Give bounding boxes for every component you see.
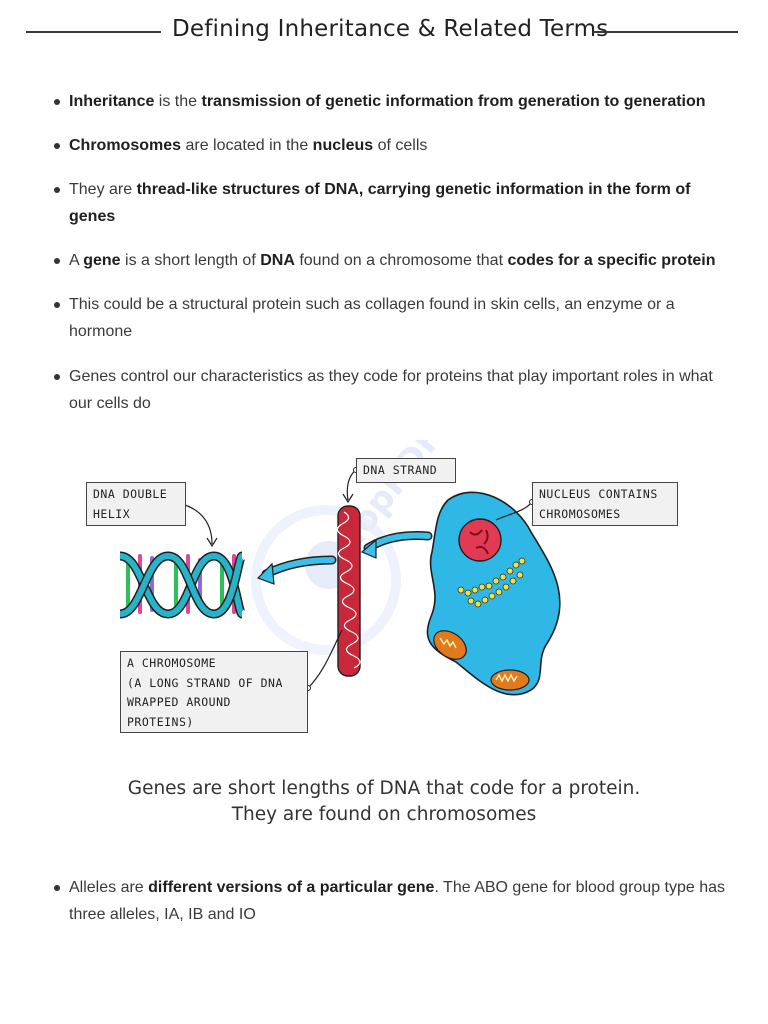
diagram-caption: Genes are short lengths of DNA that code… (0, 776, 768, 828)
chromosome (337, 505, 361, 677)
label-dna-strand: DNA STRAND (356, 458, 456, 483)
bullet-list: Inheritance is the transmission of genet… (52, 88, 732, 417)
bold-text: nucleus (312, 137, 374, 154)
title-row: Defining Inheritance & Related Terms (0, 14, 768, 50)
bold-text: thread-like structures of DNA, carrying … (69, 181, 691, 225)
label-dna-double-helix: DNA DOUBLE HELIX (86, 482, 186, 526)
bold-text: different versions of a particular gene (148, 879, 435, 896)
body-text: is a short length of (120, 252, 261, 269)
bold-text: Chromosomes (69, 137, 182, 154)
bold-text: codes for a specific protein (507, 252, 716, 269)
inheritance-diagram: TopPDF (76, 418, 696, 750)
bullet-dot (54, 99, 60, 105)
body-text: This could be a structural protein such … (69, 296, 675, 340)
body-text: Genes control our characteristics as the… (69, 368, 713, 412)
body-text: are located in the (181, 137, 313, 154)
caption-line-1: Genes are short lengths of DNA that code… (127, 778, 641, 799)
bullet-dot (54, 143, 60, 149)
bold-text: transmission of genetic information from… (201, 93, 706, 110)
bullet-item: Inheritance is the transmission of genet… (52, 88, 732, 115)
bullet-item: Chromosomes are located in the nucleus o… (52, 132, 732, 159)
caption-line-2: They are found on chromosomes (231, 804, 537, 825)
title-rule-left (26, 31, 161, 33)
bullet-dot (54, 258, 60, 264)
bullet-dot (54, 374, 60, 380)
body-text: is the (154, 93, 202, 110)
body-text: . The ABO gene for blood group type has … (69, 879, 726, 923)
mitochondrion-2 (490, 669, 530, 691)
bullet-item: A gene is a short length of DNA found on… (52, 247, 732, 274)
bold-text: Inheritance (69, 93, 155, 110)
bullet-item: Genes control our characteristics as the… (52, 363, 732, 417)
title-rule-right (593, 31, 738, 33)
chromosome-dna-coil (336, 511, 361, 669)
bullet-dot (54, 187, 60, 193)
body-text: found on a chromosome that (294, 252, 508, 269)
bullet-item: This could be a structural protein such … (52, 291, 732, 345)
nucleus (458, 518, 502, 562)
label-nucleus: NUCLEUS CONTAINS CHROMOSOMES (532, 482, 678, 526)
bullet-dot (54, 885, 60, 891)
endoplasmic-reticulum (457, 557, 526, 608)
bullet-dot (54, 302, 60, 308)
dna-double-helix (118, 551, 247, 619)
bold-text: gene (83, 252, 121, 269)
body-text: They are (69, 181, 137, 198)
bullet-item: Alleles are different versions of a part… (52, 874, 732, 928)
bullet-item: They are thread-like structures of DNA, … (52, 176, 732, 230)
alleles-bullet-list: Alleles are different versions of a part… (52, 874, 732, 928)
body-text: A (69, 252, 84, 269)
label-chromosome: A CHROMOSOME (A LONG STRAND OF DNA WRAPP… (120, 651, 308, 733)
label-pointers (181, 469, 533, 689)
bold-text: DNA (260, 252, 295, 269)
mitochondrion-1 (433, 630, 467, 660)
page-title: Defining Inheritance & Related Terms (172, 16, 609, 42)
diagram-svg: TopPDF (118, 418, 561, 696)
body-text: of cells (373, 137, 428, 154)
body-text: Alleles are (69, 879, 149, 896)
nucleus-chromosomes (469, 529, 489, 555)
